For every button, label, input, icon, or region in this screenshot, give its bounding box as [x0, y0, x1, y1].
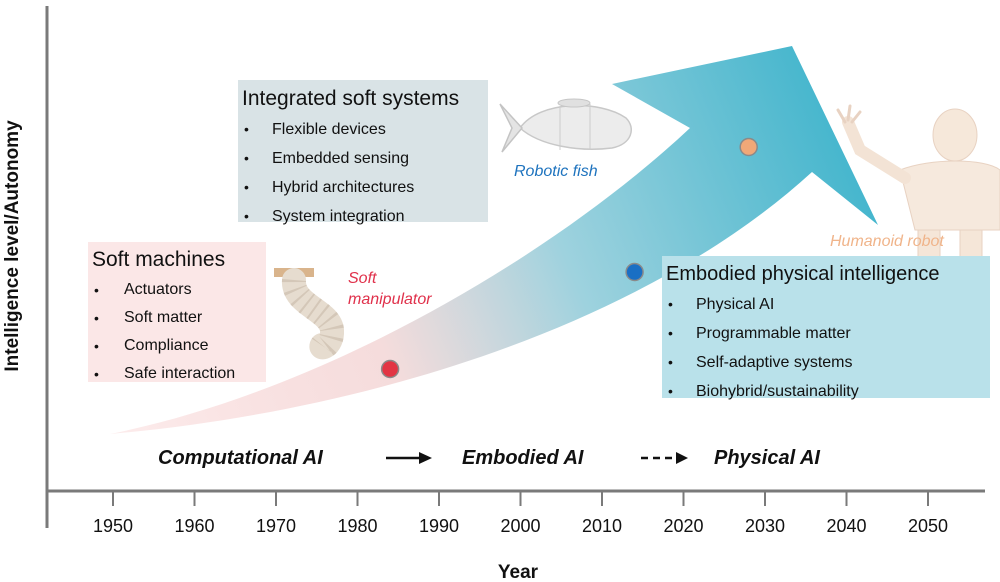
embodied-physical-intelligence-title: Embodied physical intelligence — [666, 263, 940, 285]
list-item: Embedded sensing — [242, 144, 488, 173]
x-tick-label: 1980 — [337, 516, 377, 536]
caption-line: manipulator — [348, 291, 432, 308]
x-tick-label: 2030 — [745, 516, 785, 536]
list-item: Self-adaptive systems — [666, 348, 990, 377]
soft-manipulator-caption: Soft manipulator — [348, 268, 432, 310]
soft-machines-list: Actuators Soft matter Compliance Safe in… — [92, 276, 266, 388]
y-axis-label: Intelligence level/Autonomy — [2, 120, 23, 372]
era-arrow-solid — [386, 452, 432, 464]
x-tick-label: 2010 — [582, 516, 622, 536]
soft-machines-title: Soft machines — [92, 248, 226, 271]
robotic-fish-illustration — [499, 98, 632, 153]
embodied-physical-intelligence-box: Embodied physical intelligence Physical … — [662, 256, 990, 406]
list-item: System integration — [242, 202, 488, 231]
era-computational-ai: Computational AI — [158, 447, 323, 469]
x-tick-label: 2050 — [908, 516, 948, 536]
x-tick-label: 1970 — [256, 516, 296, 536]
milestone-marker — [739, 137, 758, 157]
milestone-marker — [380, 359, 400, 379]
x-axis-ticks — [112, 491, 929, 506]
integrated-soft-systems-title: Integrated soft systems — [242, 87, 460, 110]
x-axis-label: Year — [498, 562, 539, 582]
milestone-markers — [380, 137, 758, 379]
list-item: Safe interaction — [92, 360, 266, 388]
list-item: Hybrid architectures — [242, 173, 488, 202]
list-item: Programmable matter — [666, 319, 990, 348]
list-item: Biohybrid/sustainability — [666, 377, 990, 406]
era-embodied-ai: Embodied AI — [462, 447, 584, 469]
milestone-marker — [625, 262, 644, 282]
list-item: Flexible devices — [242, 115, 488, 144]
list-item: Physical AI — [666, 290, 990, 319]
list-item: Compliance — [92, 332, 266, 360]
x-tick-label: 1990 — [419, 516, 459, 536]
list-item: Actuators — [92, 276, 266, 304]
caption-line: Soft — [348, 270, 377, 287]
x-tick-label: 2040 — [826, 516, 866, 536]
list-item: Soft matter — [92, 304, 266, 332]
progress-arrow — [110, 46, 878, 434]
humanoid-robot-caption: Humanoid robot — [830, 233, 944, 250]
soft-machines-box: Soft machines Actuators Soft matter Comp… — [88, 242, 266, 388]
integrated-soft-systems-box: Integrated soft systems Flexible devices… — [238, 80, 488, 231]
x-axis-tick-labels: 1950 1960 1970 1980 1990 2000 2010 2020 2030 2040… — [93, 516, 948, 536]
x-tick-label: 1960 — [174, 516, 214, 536]
integrated-soft-systems-list: Flexible devices Embedded sensing Hybrid… — [242, 115, 488, 231]
soft-manipulator-illustration — [274, 268, 344, 360]
embodied-physical-intelligence-list: Physical AI Programmable matter Self-ada… — [666, 290, 990, 406]
x-tick-label: 2000 — [500, 516, 540, 536]
x-tick-label: 2020 — [663, 516, 703, 536]
x-tick-label: 1950 — [93, 516, 133, 536]
era-physical-ai: Physical AI — [714, 447, 820, 469]
robotic-fish-caption: Robotic fish — [514, 163, 598, 180]
era-arrow-dashed — [641, 452, 688, 464]
